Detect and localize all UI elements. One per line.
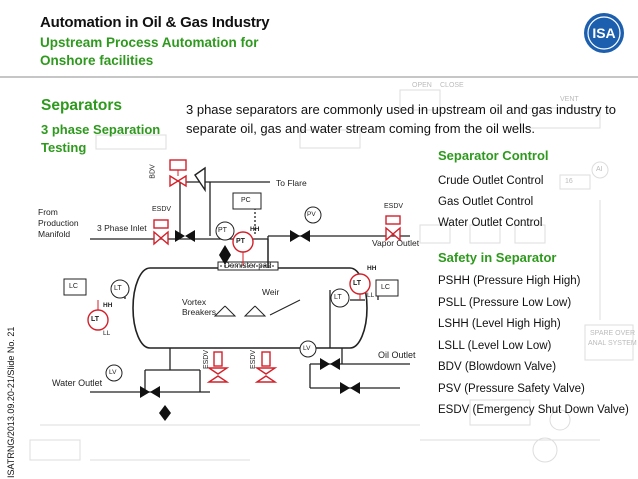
background-schematic (29, 89, 634, 463)
safety-instruments (87, 159, 401, 383)
lt-hh-label-right: HH (367, 265, 377, 272)
separator-control-heading: Separator Control (438, 148, 549, 163)
bg-label-close: CLOSE (440, 82, 464, 89)
to-flare-label: To Flare (276, 178, 307, 188)
list-item: LSLL (Level Low Low) (438, 339, 552, 352)
lc-label-right: LC (381, 284, 390, 291)
list-item: Crude Outlet Control (438, 175, 544, 187)
pt-safety-label: PT (236, 238, 245, 245)
bg-label-ai: AI (596, 166, 603, 173)
header-divider (0, 76, 638, 78)
lc-box-right (375, 279, 399, 297)
lt-label-right: LT (334, 294, 342, 301)
lv-bubble-water (105, 364, 123, 382)
esdv-water-label: ESDV (203, 349, 211, 370)
bg-label-vent: VENT (560, 96, 579, 103)
vortex-breakers-label: Vortex Breakers (182, 297, 217, 317)
lt-bubble-left (110, 279, 130, 299)
esdv-oil-label: ESDV (250, 349, 258, 370)
logo-text: ISA (592, 25, 615, 41)
bg-label-16: 16 (565, 178, 573, 185)
lt-label-left: LT (114, 285, 122, 292)
pt-hh-label: HH (250, 226, 260, 233)
lc-label-left: LC (69, 283, 78, 290)
oil-outlet-label: Oil Outlet (378, 350, 416, 360)
bg-label-spare-over: SPARE OVER (590, 330, 635, 337)
section-subtitle: 3 phase Separation Testing (41, 122, 161, 155)
separator-control-list: Crude Outlet Control Gas Outlet Control … (438, 171, 543, 234)
lv-bubble-oil (299, 340, 317, 358)
slide-header: Automation in Oil & Gas Industry Upstrea… (0, 0, 638, 78)
bg-label-open: OPEN (412, 82, 432, 89)
bdv-label: BDV (149, 164, 157, 179)
list-item: PSV (Pressure Safety Valve) (438, 382, 585, 395)
lt-ll-label-left: LL (103, 330, 111, 337)
intro-paragraph: 3 phase separators are commonly used in … (186, 102, 616, 136)
isa-logo-icon: ISA (584, 13, 624, 53)
instrument-bubbles (63, 192, 399, 382)
pc-label: PC (241, 197, 251, 204)
pt-bubble (215, 221, 235, 241)
slide-subtitle: Upstream Process Automation for Onshore … (40, 35, 259, 68)
safety-heading: Safety in Separator (438, 250, 557, 265)
three-phase-inlet-label: 3 Phase Inlet (97, 223, 147, 233)
section-title: Separators (41, 97, 122, 114)
esdv-vapor-label: ESDV (384, 203, 404, 210)
list-item: Gas Outlet Control (438, 196, 534, 208)
pc-box (232, 192, 262, 210)
lv-label-water: LV (109, 369, 117, 376)
water-outlet-label: Water Outlet (52, 378, 103, 388)
list-item: PSLL (Pressure Low Low) (438, 296, 572, 309)
lv-label-oil: LV (303, 345, 311, 352)
bg-label-anal-system: ANAL SYSTEM (588, 340, 637, 347)
lt-hh-label-left: HH (103, 302, 113, 309)
lt-bubble-right (330, 288, 350, 308)
pv-label: PV (307, 211, 316, 218)
slide-title: Automation in Oil & Gas Industry (40, 14, 270, 31)
lc-box-left (63, 278, 87, 296)
list-item: PSHH (Pressure High High) (438, 275, 581, 287)
pt-label: PT (218, 227, 227, 234)
lt-safety-label-left: LT (91, 316, 100, 323)
list-item: BDV (Blowdown Valve) (438, 361, 557, 373)
list-item: LSHH (Level High High) (438, 318, 561, 330)
safety-lines (97, 170, 361, 310)
demister-pad-label: Demister pad (224, 261, 272, 270)
from-manifold-label: From Production Manifold (38, 207, 79, 239)
list-item: ESDV (Emergency Shut Down Valve) (438, 404, 629, 416)
lt-ll-label-right: LL (367, 292, 375, 299)
manual-valves (140, 230, 360, 421)
esdv-inlet-label: ESDV (152, 206, 172, 213)
safety-list: PSHH (Pressure High High) PSLL (Pressure… (438, 271, 629, 422)
weir-label: Weir (262, 287, 280, 297)
pv-bubble (304, 206, 322, 224)
lt-safety-label-right: LT (353, 280, 362, 287)
separator-vessel (132, 261, 368, 349)
vapor-outlet-label: Vapor Outlet (372, 238, 420, 248)
list-item: Water Outlet Control (438, 217, 543, 229)
